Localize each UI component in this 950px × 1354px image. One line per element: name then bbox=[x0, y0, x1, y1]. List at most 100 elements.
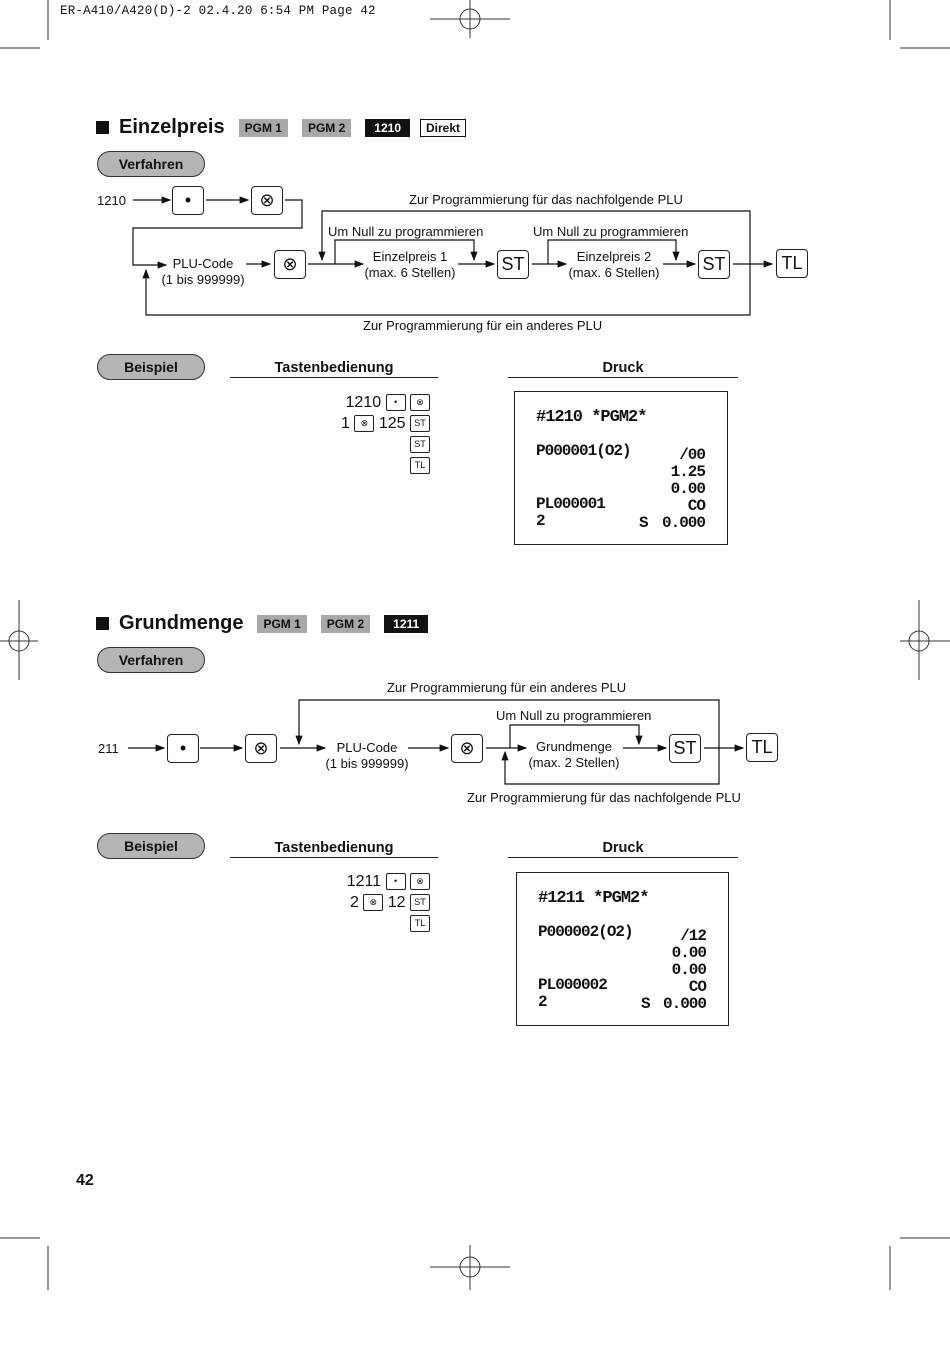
tl-key: TL bbox=[776, 249, 808, 278]
key-line: 1211 • ⊗ bbox=[300, 871, 430, 892]
receipt-co: CO bbox=[688, 978, 707, 996]
key-line: TL bbox=[300, 913, 430, 934]
receipt-value: /00 bbox=[679, 446, 706, 464]
example-label: Beispiel bbox=[97, 354, 205, 380]
price2-label: Einzelpreis 2(max. 6 Stellen) bbox=[562, 249, 666, 281]
multiply-key-small: ⊗ bbox=[354, 415, 375, 433]
point-key: • bbox=[172, 186, 204, 215]
key-digits: 1211 bbox=[346, 873, 382, 890]
key-line: 2 ⊗ 12 ST bbox=[300, 892, 430, 913]
multiply-key: ⊗ bbox=[274, 250, 306, 279]
point-key-small: • bbox=[385, 873, 406, 891]
multiply-key: ⊗ bbox=[251, 186, 283, 215]
receipt-n: 2 bbox=[538, 993, 548, 1011]
multiply-key-small: ⊗ bbox=[410, 394, 430, 412]
receipt-s: S bbox=[639, 514, 649, 532]
receipt-s-value: 0.000 bbox=[662, 995, 707, 1013]
badge-pgm2: PGM 2 bbox=[301, 118, 352, 137]
key-digits: 125 bbox=[378, 415, 406, 432]
key-digits: 1 bbox=[341, 415, 350, 432]
key-line: 1210 • ⊗ bbox=[300, 392, 430, 413]
price1-sub-text: (max. 6 Stellen) bbox=[364, 265, 456, 280]
st-key-small: ST bbox=[410, 436, 430, 454]
badge-direkt: Direkt bbox=[420, 118, 467, 137]
print-header-column: Druck bbox=[508, 360, 738, 378]
section-title: Grundmenge bbox=[119, 612, 244, 634]
key-line: 1 ⊗ 125 ST bbox=[300, 413, 430, 434]
print-header: ER-A410/A420(D)-2 02.4.20 6:54 PM Page 4… bbox=[60, 4, 376, 18]
square-bullet-icon bbox=[96, 121, 109, 134]
badge-pgm2: PGM 2 bbox=[320, 614, 371, 633]
zero-label: Um Null zu programmieren bbox=[496, 708, 652, 723]
receipt-pl-code: PL000001 bbox=[536, 495, 606, 513]
procedure-label: Verfahren bbox=[97, 151, 205, 177]
receipt-plu: P000001(O2) bbox=[536, 442, 632, 460]
receipt-value: /12 bbox=[680, 927, 707, 945]
receipt-pl-code: PL000002 bbox=[538, 976, 608, 994]
badge-job-code: 1210 bbox=[365, 118, 410, 137]
key-sequence-2: 1211 • ⊗ 2 ⊗ 12 ST TL bbox=[300, 871, 430, 934]
receipt-s: S bbox=[641, 995, 651, 1013]
quantity-sub-text: (max. 2 Stellen) bbox=[528, 755, 620, 770]
receipt-value: 1.25 bbox=[670, 463, 706, 481]
print-header-column: Druck bbox=[508, 840, 738, 858]
page-number: 42 bbox=[76, 1172, 94, 1189]
st-key: ST bbox=[497, 250, 529, 279]
plu-code-label: PLU-Code(1 bis 999999) bbox=[314, 740, 420, 772]
receipt-title: #1211 *PGM2* bbox=[538, 889, 649, 908]
price1-text: Einzelpreis 1 bbox=[372, 249, 448, 264]
plu-code-label: PLU-Code(1 bis 999999) bbox=[150, 256, 256, 288]
multiply-key: ⊗ bbox=[451, 734, 483, 763]
zero-label-1: Um Null zu programmieren bbox=[328, 224, 484, 239]
point-key: • bbox=[167, 734, 199, 763]
key-digits: 12 bbox=[387, 894, 406, 911]
example-label: Beispiel bbox=[97, 833, 205, 859]
start-code: 211 bbox=[98, 741, 119, 756]
loop-label-next-plu: Zur Programmierung für das nachfolgende … bbox=[467, 790, 741, 805]
price2-text: Einzelpreis 2 bbox=[576, 249, 652, 264]
receipt-value: 0.00 bbox=[671, 944, 707, 962]
plu-range-text: (1 bis 999999) bbox=[325, 756, 409, 771]
quantity-label: Grundmenge(max. 2 Stellen) bbox=[522, 739, 626, 771]
key-operation-header: Tastenbedienung bbox=[230, 840, 438, 858]
plu-code-text: PLU-Code bbox=[172, 256, 234, 271]
st-key-small: ST bbox=[410, 415, 430, 433]
key-line: TL bbox=[300, 455, 430, 476]
receipt-n: 2 bbox=[536, 512, 546, 530]
section-heading-grundmenge: Grundmenge PGM 1 PGM 2 1211 bbox=[96, 612, 429, 635]
receipt-value: 0.00 bbox=[670, 480, 706, 498]
loop-label-next-plu: Zur Programmierung für das nachfolgende … bbox=[409, 192, 683, 207]
multiply-key: ⊗ bbox=[245, 734, 277, 763]
section-heading-einzelpreis: Einzelpreis PGM 1 PGM 2 1210 Direkt bbox=[96, 116, 467, 139]
plu-code-text: PLU-Code bbox=[336, 740, 398, 755]
key-digits: 1210 bbox=[345, 394, 382, 411]
key-digits: 2 bbox=[349, 894, 359, 911]
start-code: 1210 bbox=[97, 193, 126, 208]
receipt-plu: P000002(O2) bbox=[538, 923, 634, 941]
st-key: ST bbox=[669, 734, 701, 763]
badge-pgm1: PGM 1 bbox=[238, 118, 288, 137]
badge-pgm1: PGM 1 bbox=[257, 614, 307, 633]
price2-sub-text: (max. 6 Stellen) bbox=[568, 265, 660, 280]
procedure-label: Verfahren bbox=[97, 647, 205, 673]
plu-range-text: (1 bis 999999) bbox=[161, 272, 245, 287]
tl-key-small: TL bbox=[410, 457, 430, 475]
multiply-key-small: ⊗ bbox=[363, 894, 384, 912]
receipt-1: #1210 *PGM2* P000001(O2) /00 1.25 0.00 P… bbox=[514, 391, 728, 545]
badge-job-code: 1211 bbox=[384, 614, 429, 633]
key-operation-header: Tastenbedienung bbox=[230, 360, 438, 378]
multiply-key-small: ⊗ bbox=[410, 873, 430, 891]
tl-key-small: TL bbox=[410, 915, 430, 933]
receipt-title: #1210 *PGM2* bbox=[536, 408, 647, 427]
zero-label-2: Um Null zu programmieren bbox=[533, 224, 689, 239]
receipt-co: CO bbox=[687, 497, 706, 515]
quantity-text: Grundmenge bbox=[536, 739, 612, 754]
square-bullet-icon bbox=[96, 617, 109, 630]
section-title: Einzelpreis bbox=[119, 116, 225, 138]
price1-label: Einzelpreis 1(max. 6 Stellen) bbox=[358, 249, 462, 281]
key-line: ST bbox=[300, 434, 430, 455]
st-key-small: ST bbox=[410, 894, 430, 912]
key-sequence-1: 1210 • ⊗ 1 ⊗ 125 ST ST TL bbox=[300, 392, 430, 476]
